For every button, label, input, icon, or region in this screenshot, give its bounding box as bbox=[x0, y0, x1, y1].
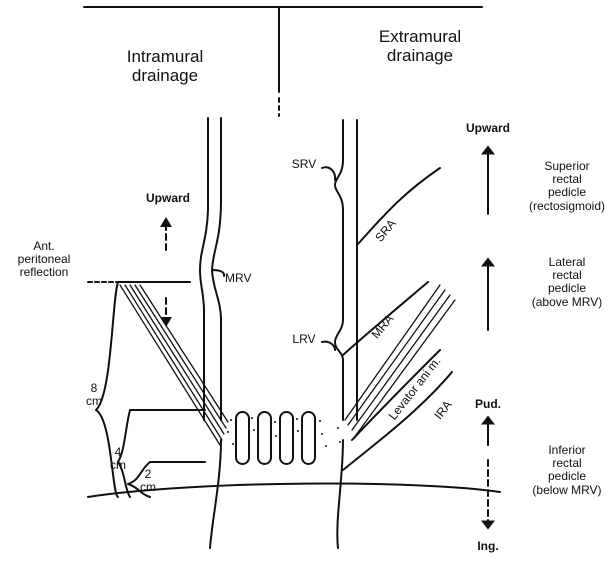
ing-label: Ing. bbox=[458, 540, 518, 553]
cm8-label: 8 cm bbox=[80, 382, 108, 408]
srv-label: SRV bbox=[286, 158, 322, 171]
sra-vessel bbox=[357, 168, 440, 245]
lateral-rectal-pedicle-label: Lateral rectal pedicle (above MRV) bbox=[520, 256, 614, 309]
lrv-loop bbox=[322, 342, 335, 350]
right-upward-label: Upward bbox=[448, 122, 528, 135]
left-upward-label: Upward bbox=[128, 192, 208, 205]
left-bowel-wall-outer bbox=[200, 118, 208, 420]
anal-canal-right-wall bbox=[337, 440, 343, 548]
lrv-label: LRV bbox=[286, 333, 322, 346]
left-bowel-wall-inner bbox=[212, 118, 221, 420]
superior-rectal-pedicle-label: Superior rectal pedicle (rectosigmoid) bbox=[520, 160, 614, 213]
srv-loop bbox=[322, 167, 335, 180]
inferior-rectal-pedicle-label: Inferior rectal pedicle (below MRV) bbox=[520, 444, 614, 497]
intramural-drainage-header: Intramural drainage bbox=[100, 48, 230, 85]
cm4-label: 4 cm bbox=[104, 446, 132, 472]
pud-label: Pud. bbox=[458, 398, 518, 411]
mrv-label: MRV bbox=[225, 272, 269, 285]
right-vein-wall-outer bbox=[335, 120, 343, 420]
ant-peritoneal-reflection-label: Ant. peritoneal reflection bbox=[0, 240, 88, 280]
anal-columns bbox=[236, 412, 315, 464]
left-levator-bundle bbox=[120, 285, 228, 445]
anal-canal-left-wall bbox=[210, 440, 221, 548]
extramural-drainage-header: Extramural drainage bbox=[350, 28, 490, 65]
cm2-label: 2 cm bbox=[134, 468, 162, 494]
mrv-bulge bbox=[212, 270, 224, 276]
stipple-dots bbox=[227, 417, 341, 447]
